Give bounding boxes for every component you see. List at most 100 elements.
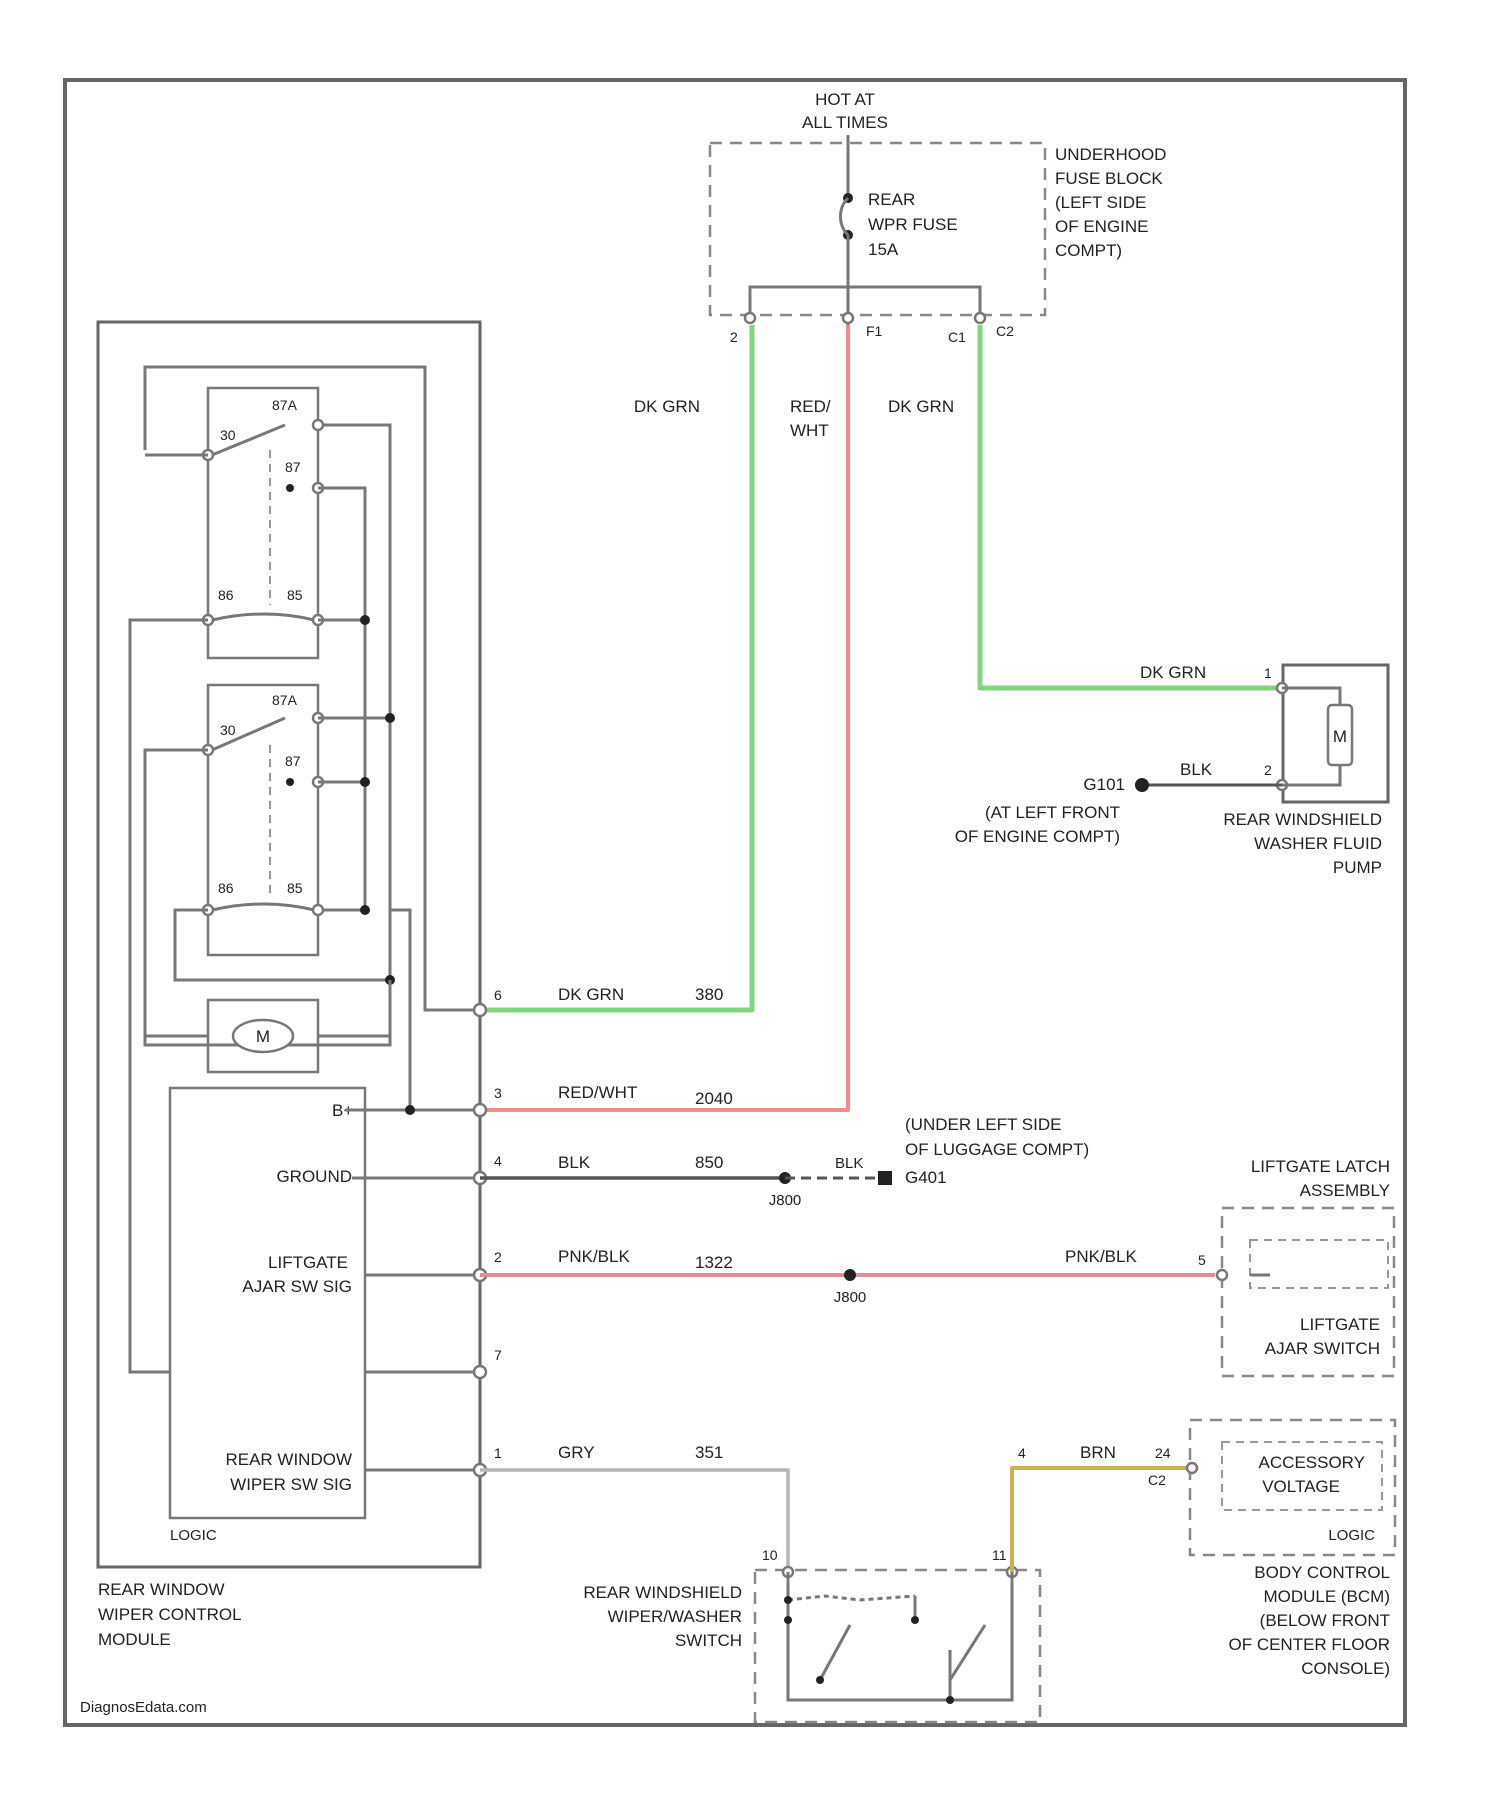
svg-text:WIPER CONTROL: WIPER CONTROL — [98, 1605, 242, 1624]
fuse-symbol — [841, 198, 849, 235]
ground-g401-label: G401 — [905, 1168, 947, 1187]
ground-g401-icon — [878, 1171, 892, 1185]
svg-text:PUMP: PUMP — [1333, 858, 1382, 877]
bcm-accessory-1: ACCESSORY — [1259, 1453, 1365, 1472]
pump-ground-id: G101 — [1083, 775, 1125, 794]
switch-contact-2 — [950, 1625, 985, 1680]
fuse-pin-2: 2 — [730, 329, 738, 345]
svg-text:(LEFT SIDE: (LEFT SIDE — [1055, 193, 1146, 212]
logic-ground: GROUND — [276, 1167, 352, 1186]
svg-text:BODY CONTROL: BODY CONTROL — [1254, 1563, 1390, 1582]
pnk-splice-label: J800 — [834, 1289, 867, 1306]
wire-label-redwht-top-2: WHT — [790, 421, 829, 440]
svg-text:OF ENGINE: OF ENGINE — [1055, 217, 1149, 236]
module-pin-7: 7 — [494, 1347, 502, 1363]
logic-liftgate: LIFTGATE — [268, 1253, 348, 1272]
relay-1-pin-85: 85 — [287, 587, 303, 603]
wire-label-blk-module-circuit: 850 — [695, 1153, 723, 1172]
svg-text:(BELOW FRONT: (BELOW FRONT — [1260, 1611, 1390, 1630]
fuse-pin-f1: F1 — [866, 323, 883, 339]
all-times-label: ALL TIMES — [802, 113, 888, 132]
wire-label-gry-circuit: 351 — [695, 1443, 723, 1462]
wire-dkgrn-pump — [980, 325, 1282, 688]
pump-ground-loc-2: OF ENGINE COMPT) — [955, 827, 1120, 846]
svg-text:MODULE: MODULE — [98, 1630, 171, 1649]
pump-motor-label: M — [1333, 727, 1347, 746]
relay-2-pin-86: 86 — [218, 880, 234, 896]
bcm-pin-24: 24 — [1155, 1445, 1171, 1461]
wire-label-dkgrn-top-left: DK GRN — [634, 397, 700, 416]
wire-label-pnkblk-module: PNK/BLK — [558, 1247, 630, 1266]
ground-splice-label: J800 — [769, 1192, 802, 1209]
pump-ground-icon — [1135, 778, 1149, 792]
latch-label-1: LIFTGATE LATCH — [1251, 1157, 1390, 1176]
fuse-pin-c1: C1 — [948, 329, 966, 345]
wire-label-redwht-top-1: RED/ — [790, 397, 831, 416]
relay-2-coil — [212, 904, 314, 910]
svg-text:REAR WINDSHIELD: REAR WINDSHIELD — [1223, 810, 1382, 829]
bcm-logic: LOGIC — [1328, 1527, 1375, 1544]
wire-label-blk-ground: BLK — [835, 1155, 863, 1172]
relay-1-pin-86: 86 — [218, 587, 234, 603]
bcm-accessory-2: VOLTAGE — [1262, 1477, 1340, 1496]
svg-text:WPR FUSE: WPR FUSE — [868, 215, 958, 234]
bcm-pin-4: 4 — [1018, 1445, 1026, 1461]
wire-label-dkgrn-module: DK GRN — [558, 985, 624, 1004]
bcm-label: BODY CONTROL MODULE (BCM) (BELOW FRONT O… — [1228, 1563, 1390, 1678]
wire-label-redwht-module-circuit: 2040 — [695, 1089, 733, 1108]
svg-text:REAR WINDOW: REAR WINDOW — [98, 1580, 225, 1599]
svg-text:FUSE BLOCK: FUSE BLOCK — [1055, 169, 1163, 188]
fuse-label: REAR WPR FUSE 15A — [868, 190, 958, 259]
latch-label-2: ASSEMBLY — [1300, 1181, 1390, 1200]
wire-redwht-module — [480, 325, 848, 1110]
svg-text:COMPT): COMPT) — [1055, 241, 1122, 260]
wire-label-gry: GRY — [558, 1443, 595, 1462]
switch-label: REAR WINDSHIELD WIPER/WASHER SWITCH — [583, 1583, 742, 1650]
relay-1-pin-30: 30 — [220, 427, 236, 443]
svg-text:REAR WINDSHIELD: REAR WINDSHIELD — [583, 1583, 742, 1602]
svg-text:15A: 15A — [868, 240, 899, 259]
wiper-module-label: REAR WINDOW WIPER CONTROL MODULE — [98, 1580, 242, 1649]
wire-label-dkgrn-top-right: DK GRN — [888, 397, 954, 416]
module-pin-2: 2 — [494, 1249, 502, 1265]
pnk-splice-node — [844, 1269, 856, 1281]
module-pin-1: 1 — [494, 1445, 502, 1461]
relay-1-coil — [212, 614, 314, 620]
relay-1-pin-87a: 87A — [272, 397, 298, 413]
module-pin-4: 4 — [494, 1153, 502, 1169]
bcm-pin-c2: C2 — [1148, 1472, 1166, 1488]
wire-label-pnkblk-latch: PNK/BLK — [1065, 1247, 1137, 1266]
ground-loc-1: (UNDER LEFT SIDE — [905, 1115, 1062, 1134]
svg-text:SWITCH: SWITCH — [675, 1631, 742, 1650]
svg-text:WIPER/WASHER: WIPER/WASHER — [608, 1607, 742, 1626]
relay-2-pin-87a: 87A — [272, 692, 298, 708]
wire-label-blk-module: BLK — [558, 1153, 591, 1172]
watermark: DiagnosEdata.com — [80, 1699, 207, 1716]
svg-text:UNDERHOOD: UNDERHOOD — [1055, 145, 1166, 164]
wire-label-dkgrn-module-circuit: 380 — [695, 985, 723, 1004]
logic-rear-window: REAR WINDOW — [225, 1450, 352, 1469]
wire-gry-switch — [480, 1470, 788, 1570]
pump-pin-1: 1 — [1264, 665, 1272, 681]
logic-ajar-sw-sig: AJAR SW SIG — [242, 1277, 352, 1296]
module-pin-3: 3 — [494, 1085, 502, 1101]
fuse-pin-c2: C2 — [996, 323, 1014, 339]
switch-pin-10: 10 — [762, 1547, 778, 1563]
module-logic-label: LOGIC — [170, 1527, 217, 1544]
wire-dkgrn-module — [480, 325, 752, 1010]
switch-pin-11: 11 — [992, 1547, 1007, 1563]
pump-label: REAR WINDSHIELD WASHER FLUID PUMP — [1223, 810, 1382, 877]
svg-text:REAR: REAR — [868, 190, 915, 209]
relay-1-pin-87: 87 — [285, 459, 301, 475]
latch-pin-5: 5 — [1198, 1252, 1206, 1268]
wiper-motor-label: M — [256, 1027, 270, 1046]
wiper-module-box — [98, 322, 480, 1567]
switch-contact-1 — [820, 1625, 850, 1680]
ground-loc-2: OF LUGGAGE COMPT) — [905, 1140, 1089, 1159]
liftgate-ajar-switch-box — [1250, 1240, 1388, 1288]
wire-label-dkgrn-pump: DK GRN — [1140, 663, 1206, 682]
pump-ground-loc-1: (AT LEFT FRONT — [985, 803, 1120, 822]
wire-label-blk-pump: BLK — [1180, 760, 1213, 779]
wire-label-redwht-module: RED/WHT — [558, 1083, 637, 1102]
relay-2-pin-85: 85 — [287, 880, 303, 896]
